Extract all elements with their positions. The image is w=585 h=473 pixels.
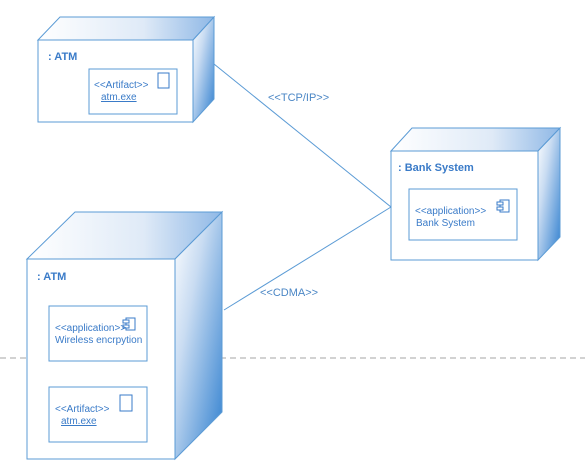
- document-icon: [157, 72, 170, 89]
- atm-node-bottom[interactable]: [25, 210, 224, 461]
- atm-top-title: : ATM: [48, 51, 78, 63]
- component-icon: [496, 199, 510, 213]
- atm-bottom-title: : ATM: [37, 271, 67, 283]
- bank-component-stereotype: <<application>>: [415, 206, 487, 217]
- atm-node-top-top-face: [36, 16, 216, 41]
- atm-top-artifact-name: atm.exe: [101, 92, 137, 103]
- bank-node-side-face: [537, 126, 561, 262]
- wireless-component-name: Wireless encrpytion: [55, 335, 143, 346]
- atm-artifact-box-top[interactable]: [88, 68, 178, 115]
- bank-component-name: Bank System: [416, 218, 475, 229]
- component-icon: [122, 317, 136, 331]
- connector-cdma: [223, 206, 392, 311]
- atm-bottom-artifact-name: atm.exe: [61, 416, 97, 427]
- wireless-component-box[interactable]: [48, 305, 148, 362]
- bank-system-title: : Bank System: [398, 162, 474, 174]
- tcp-ip-label: <<TCP/IP>>: [268, 92, 330, 104]
- atm-node-top[interactable]: [36, 15, 216, 124]
- wireless-component-stereotype: <<application>>: [55, 323, 127, 334]
- atm-top-artifact-stereotype: <<Artifact>>: [94, 80, 149, 91]
- bank-component-box[interactable]: [408, 188, 518, 241]
- atm-bottom-artifact-stereotype: <<Artifact>>: [55, 404, 110, 415]
- cdma-label: <<CDMA>>: [260, 287, 319, 299]
- bank-node-top-face: [389, 127, 562, 152]
- connector-tcp-ip: [213, 63, 392, 208]
- document-icon: [119, 394, 133, 412]
- bank-system-node[interactable]: [389, 126, 562, 262]
